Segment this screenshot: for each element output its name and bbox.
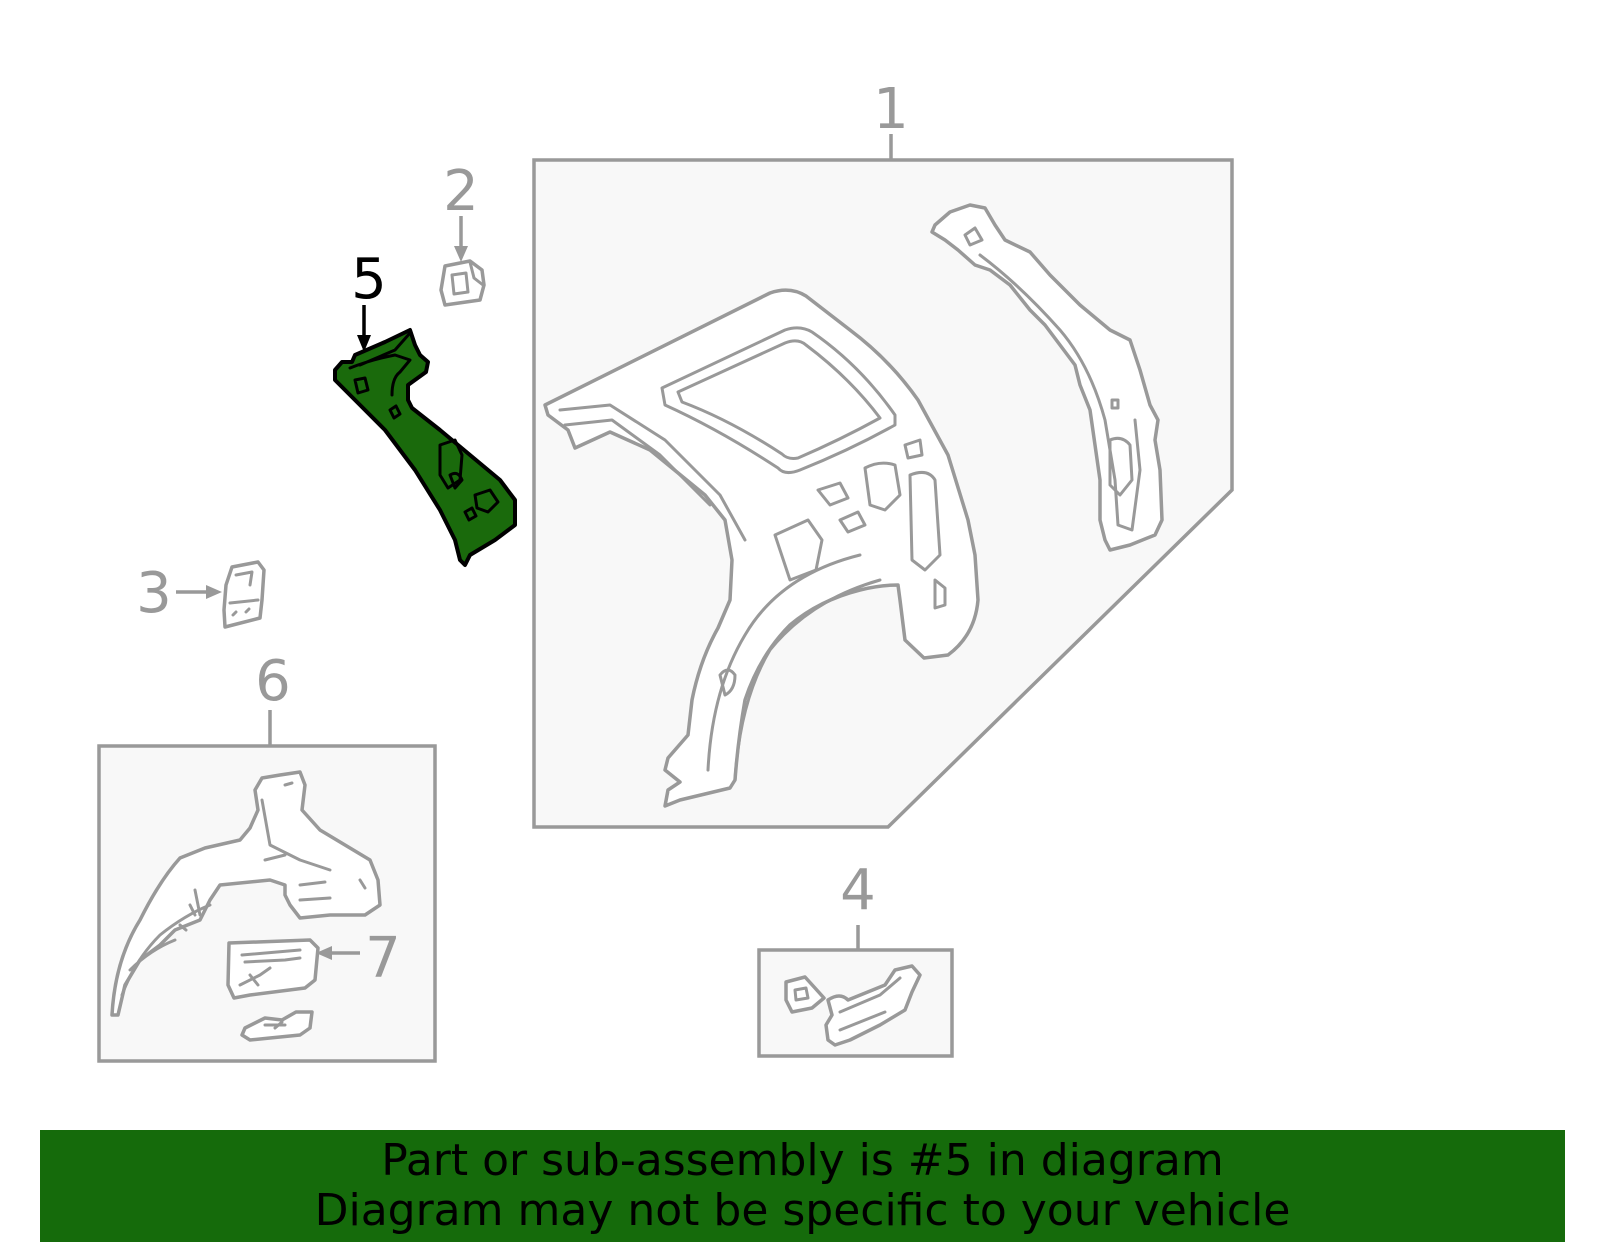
- callout-number-7: 7: [365, 926, 401, 991]
- wheelhouse-part-details: [120, 781, 367, 997]
- bracket-part-4-details: [793, 976, 902, 1032]
- part-group-2: 2: [439, 159, 486, 307]
- bracket-part-2: [439, 259, 486, 307]
- part-group-1: 1: [532, 77, 1234, 829]
- footer-line-2: Diagram may not be specific to your vehi…: [314, 1185, 1291, 1236]
- bracket-part-2-details: [450, 260, 485, 296]
- footer-line-1: Part or sub-assembly is #5 in diagram: [381, 1135, 1224, 1186]
- part-group-4: 4: [757, 858, 954, 1058]
- bracket-part-3-details: [228, 570, 260, 617]
- quarter-panel-details: [718, 438, 947, 697]
- quarter-panel-upper-line: [558, 403, 747, 542]
- callout-number-1: 1: [873, 77, 909, 142]
- wheelhouse-part: [110, 770, 382, 1017]
- part-group-5: 5: [333, 247, 517, 567]
- bracket-part-3: [222, 560, 266, 629]
- leader-arrow-2: [454, 246, 468, 262]
- callout-number-5: 5: [351, 247, 387, 312]
- callout-number-4: 4: [840, 858, 876, 923]
- callout-number-3: 3: [136, 561, 172, 626]
- wheelhouse-small-bracket-details: [263, 1020, 287, 1030]
- part-group-3: 3: [136, 560, 266, 629]
- callout-number-2: 2: [443, 159, 479, 224]
- leader-arrow-7: [316, 946, 332, 960]
- part-group-6: 6 7: [97, 649, 437, 1063]
- footer-banner: Part or sub-assembly is #5 in diagram Di…: [40, 1130, 1565, 1242]
- wheelhouse-panel-part-7-details: [238, 948, 302, 987]
- wheelhouse-panel-part-7: [226, 938, 320, 1000]
- quarter-panel-window-outline: [660, 326, 897, 475]
- highlighted-part-5-details: [348, 331, 500, 522]
- callout-number-6: 6: [255, 649, 291, 714]
- bracket-part-4a: [784, 975, 826, 1014]
- leader-arrow-5: [357, 335, 371, 352]
- highlighted-part-5: [333, 328, 517, 567]
- rear-pillar-reinforcement-part: [930, 203, 1164, 552]
- quarter-panel-window-inner: [676, 339, 882, 460]
- rear-pillar-reinforcement-details: [963, 226, 1142, 532]
- leader-arrow-3: [206, 585, 222, 599]
